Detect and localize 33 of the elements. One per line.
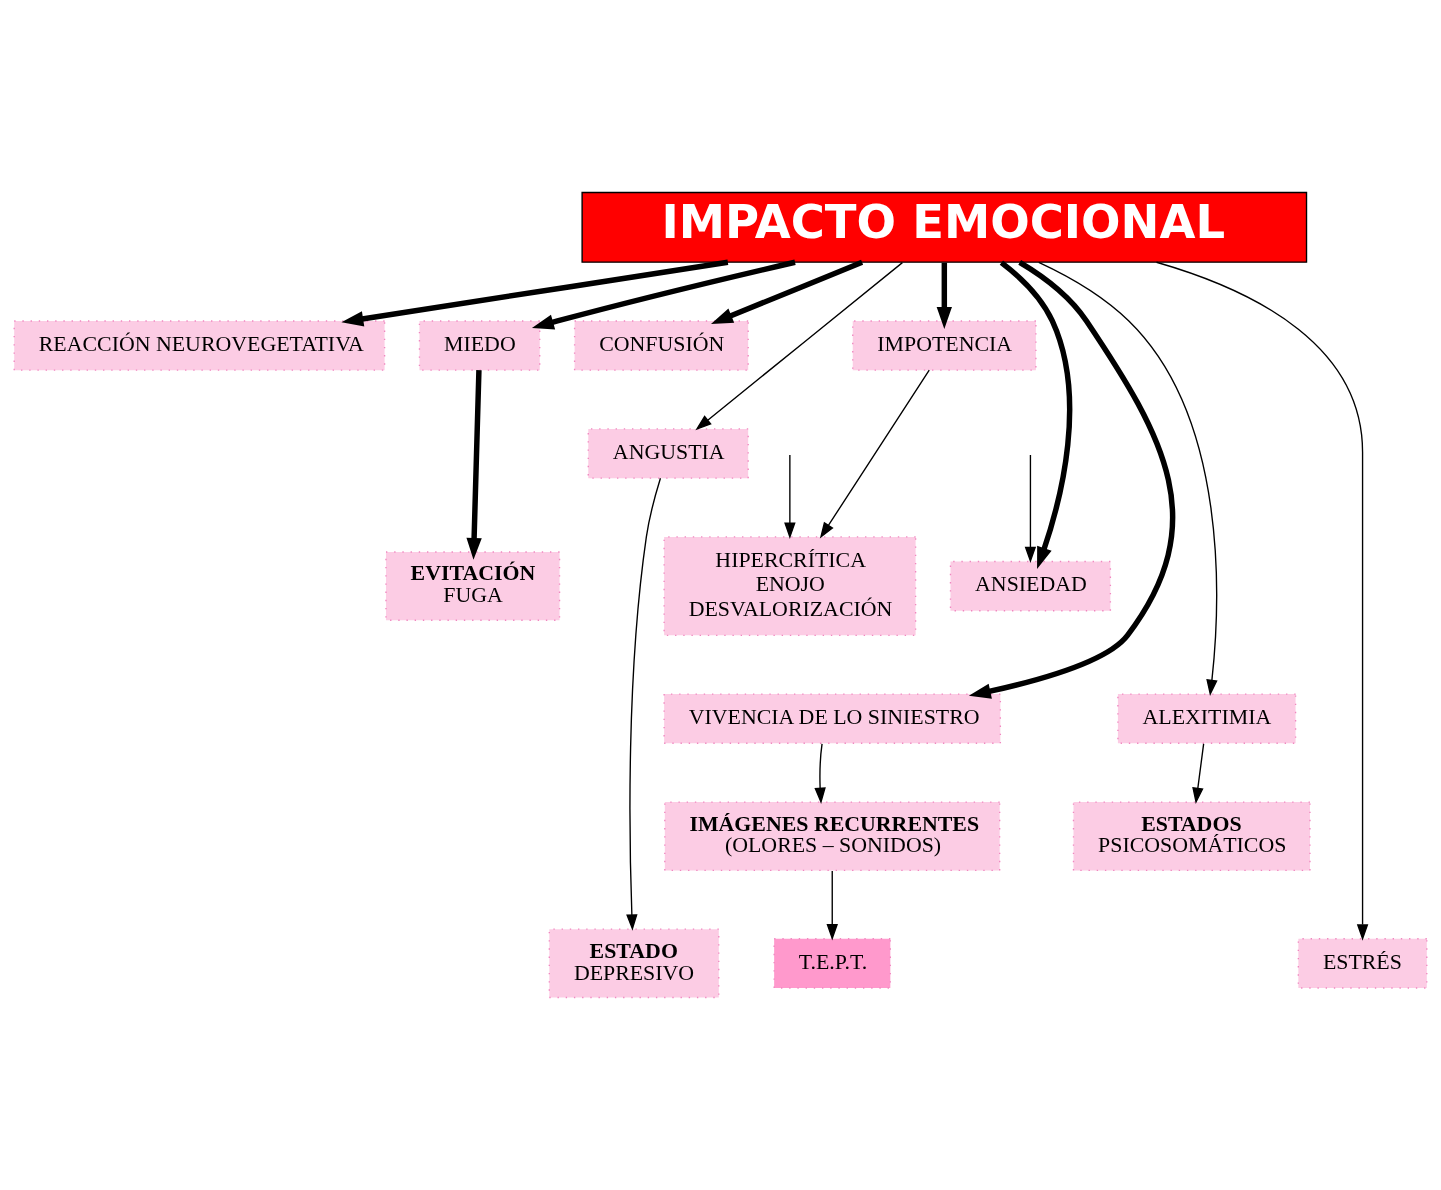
arrow [1038, 261, 1218, 697]
arrow [784, 454, 796, 539]
node-box: VIVENCIA DE LO SINIESTRO [663, 693, 1002, 744]
arrow [814, 743, 826, 805]
arrow [819, 369, 930, 539]
arrow [695, 261, 904, 431]
node-box: ALEXITIMIA [1117, 693, 1297, 744]
arrow [1155, 261, 1369, 941]
arrow [711, 259, 864, 324]
arrow [626, 477, 662, 931]
arrow [936, 262, 952, 329]
node-box: ESTADO DEPRESIVO [548, 928, 720, 999]
node-box: IMÁGENES RECURRENTES (OLORES – SONIDOS) [664, 801, 1001, 872]
arrow [1192, 743, 1205, 805]
node-box: ANGUSTIA [587, 428, 749, 479]
node-box: CONFUSIÓN [573, 320, 749, 371]
arrow [999, 260, 1073, 569]
node-box: ESTRÉS [1297, 938, 1428, 989]
node-box: ANSIEDAD [949, 560, 1112, 612]
arrow [968, 259, 1175, 699]
arrow [826, 870, 838, 941]
node-box: IMPOTENCIA [852, 320, 1037, 371]
arrow [1024, 454, 1037, 564]
node-box: IMPACTO EMOCIONAL [581, 191, 1308, 263]
node-box: ESTADOS PSICOSOMÁTICOS [1072, 801, 1311, 872]
arrow [341, 259, 729, 327]
node-box: T.E.P.T. [773, 938, 891, 989]
node-box: EVITACIÓN FUGA [385, 551, 561, 621]
node-box: HIPERCRÍTICA ENOJO DESVALORIZACIÓN [663, 536, 917, 636]
arrow [466, 370, 482, 560]
arrow [531, 259, 796, 330]
node-box: REACCIÓN NEUROVEGETATIVA [13, 320, 386, 371]
node-box: MIEDO [418, 320, 541, 371]
